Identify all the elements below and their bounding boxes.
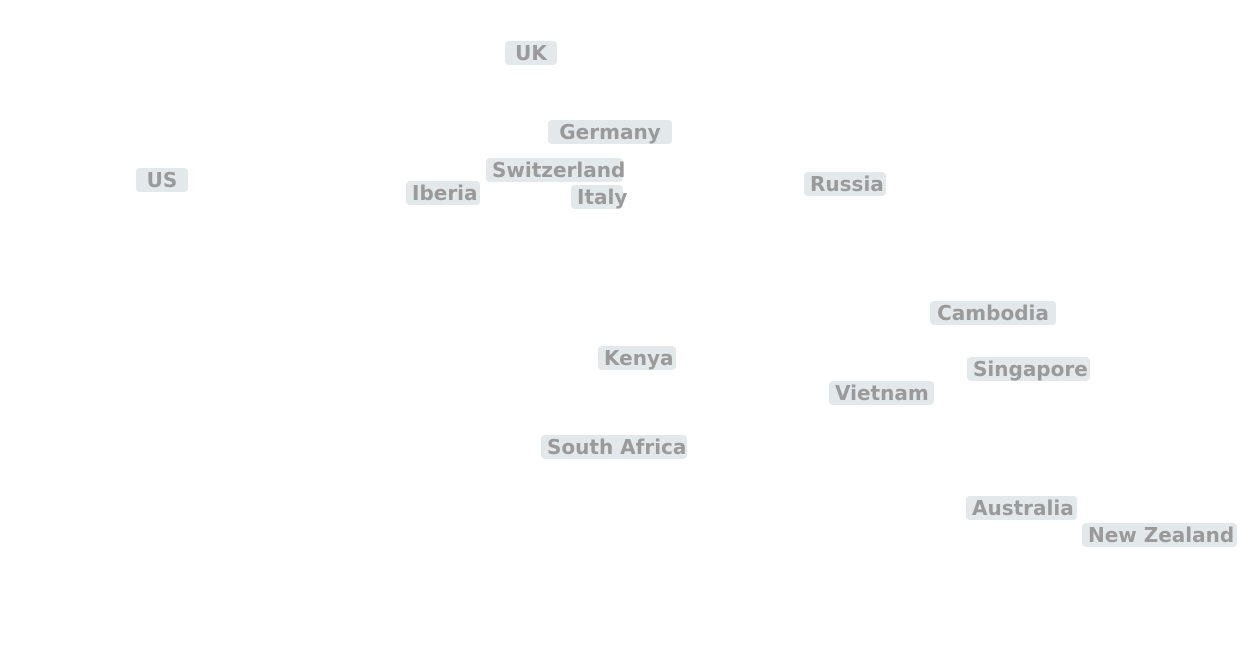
region-label-italy[interactable]: Italy	[571, 185, 627, 209]
region-label-new-zealand[interactable]: New Zealand	[1082, 523, 1237, 547]
region-label-australia[interactable]: Australia	[966, 496, 1077, 520]
region-label-south-africa[interactable]: South Africa	[541, 435, 687, 459]
region-label-us[interactable]: US	[136, 168, 188, 192]
region-label-singapore[interactable]: Singapore	[967, 357, 1090, 381]
region-label-switzerland[interactable]: Switzerland	[486, 158, 625, 182]
region-label-russia[interactable]: Russia	[804, 172, 886, 196]
region-label-iberia[interactable]: Iberia	[406, 181, 480, 205]
region-label-kenya[interactable]: Kenya	[598, 346, 676, 370]
region-label-germany[interactable]: Germany	[548, 120, 672, 144]
region-label-vietnam[interactable]: Vietnam	[829, 381, 934, 405]
region-label-cambodia[interactable]: Cambodia	[930, 301, 1056, 325]
region-label-uk[interactable]: UK	[505, 41, 557, 65]
